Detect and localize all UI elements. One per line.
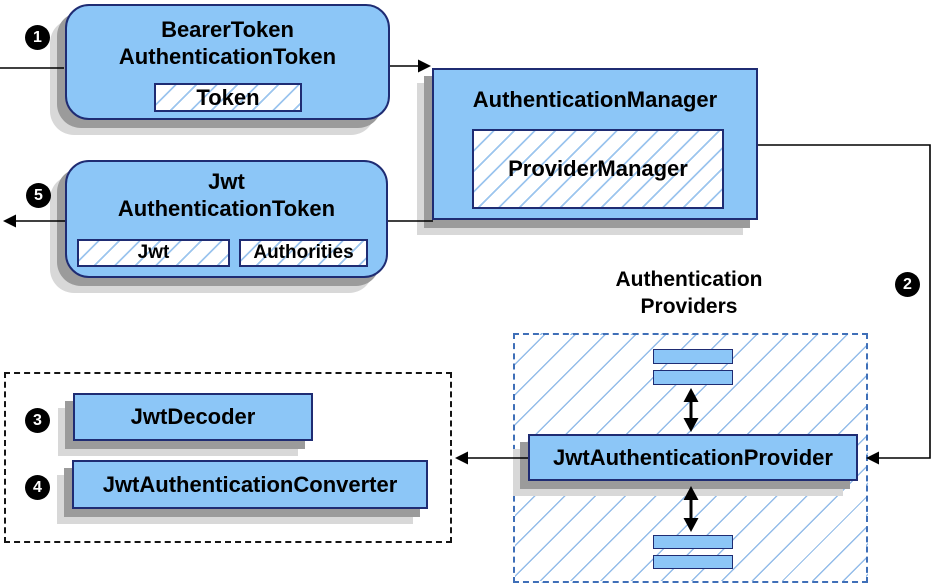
provider-placeholder-bar	[653, 555, 733, 569]
jwt-authentication-token-node: Jwt AuthenticationToken Jwt Authorities	[65, 160, 388, 278]
bearer-token-title: BearerToken AuthenticationToken	[118, 17, 337, 69]
jwt-authentication-converter-node: JwtAuthenticationConverter	[72, 460, 428, 509]
bearer-token-authentication-token-node: BearerToken AuthenticationToken Token	[65, 4, 390, 120]
step-2-badge: 2	[895, 272, 920, 297]
step-4-badge: 4	[25, 475, 50, 500]
step-5-badge: 5	[26, 183, 51, 208]
step-1-badge: 1	[25, 25, 50, 50]
step-3-badge: 3	[25, 408, 50, 433]
authentication-providers-label: Authentication Providers	[615, 268, 763, 318]
authentication-manager-node: AuthenticationManager ProviderManager	[432, 68, 758, 220]
arrow-step5-outgoing	[3, 214, 65, 228]
jwt-chip: Jwt	[77, 239, 230, 267]
provider-placeholder-bar	[653, 535, 733, 549]
provider-placeholder-bar	[653, 370, 733, 385]
token-chip: Token	[154, 83, 302, 112]
provider-placeholder-bar	[653, 349, 733, 364]
authorities-chip: Authorities	[239, 239, 368, 267]
authentication-manager-title: AuthenticationManager	[472, 87, 718, 112]
jwt-authentication-provider-node: JwtAuthenticationProvider	[528, 434, 858, 481]
jwt-decoder-node: JwtDecoder	[73, 393, 313, 441]
jwt-authentication-token-title: Jwt AuthenticationToken	[117, 169, 336, 221]
arrow-bearer-to-manager	[390, 59, 431, 73]
provider-manager-chip: ProviderManager	[472, 129, 724, 209]
